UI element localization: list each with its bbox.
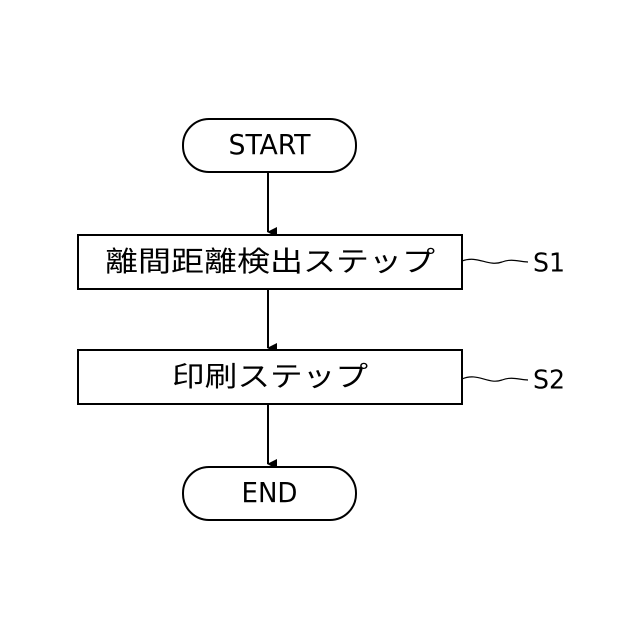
process-step-1: 離間距離検出ステップ xyxy=(78,235,462,289)
end-label: END xyxy=(242,476,298,509)
start-terminal: START xyxy=(183,119,356,172)
step2-tag: S2 xyxy=(533,366,565,396)
step1-tag: S1 xyxy=(533,249,565,279)
step2-label: 印刷ステップ xyxy=(172,360,368,393)
step2-leader-line xyxy=(462,377,528,381)
start-label: START xyxy=(229,128,312,161)
process-step-2: 印刷ステップ xyxy=(78,350,462,404)
step1-label: 離間距離検出ステップ xyxy=(105,245,435,278)
step1-leader-line xyxy=(462,259,528,263)
end-terminal: END xyxy=(183,467,356,520)
